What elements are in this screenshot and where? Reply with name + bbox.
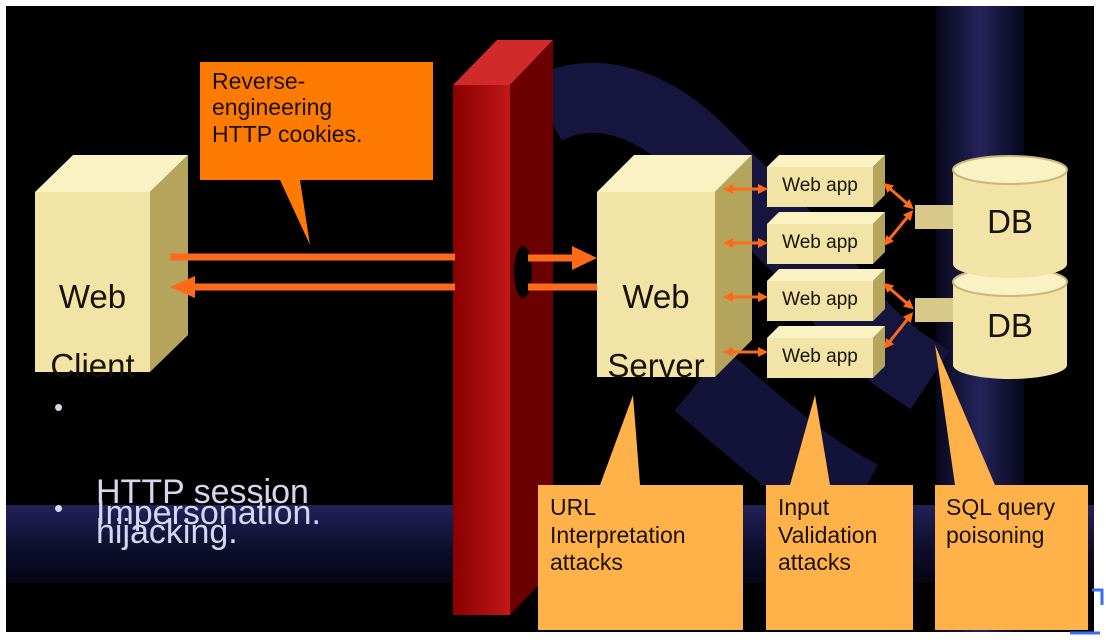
web-client-label: Web Client xyxy=(35,245,150,418)
web-app-label-3: Web app xyxy=(782,289,858,310)
web-client-box xyxy=(35,155,188,372)
web-server-label-line1: Web xyxy=(622,277,690,315)
web-server-label: Web Server xyxy=(597,245,715,418)
web-app-box-1 xyxy=(767,155,885,207)
db-label-lower: DB xyxy=(987,307,1033,344)
web-app-stack xyxy=(767,155,885,378)
bullet-text: Impersonation. xyxy=(96,494,321,532)
client-traffic-arrows xyxy=(170,253,455,298)
corner-mark-upper xyxy=(1092,588,1104,605)
bullet-impersonation: • Impersonation. xyxy=(54,493,321,533)
db-connector-2 xyxy=(915,298,953,322)
db-connector-1 xyxy=(915,205,953,229)
url-callout xyxy=(538,395,743,630)
app-db-arrow-2 xyxy=(883,210,914,246)
bullet-text: HTTP session hijacking. xyxy=(96,473,309,552)
web-app-label-1: Web app xyxy=(782,175,858,196)
input-callout xyxy=(766,395,913,630)
web-app-label-4: Web app xyxy=(782,346,858,367)
app-db-arrow-1 xyxy=(883,182,914,210)
web-client-label-line2: Client xyxy=(50,346,135,384)
db-connectors xyxy=(915,205,953,322)
web-app-box-2 xyxy=(767,212,885,264)
cookies-callout xyxy=(200,62,433,245)
input-callout-text: Input Validation attacks xyxy=(778,494,878,576)
server-traffic-arrows xyxy=(528,246,597,291)
app-db-arrow-3 xyxy=(883,282,914,310)
bullet-session-hijacking: • HTTP session hijacking. xyxy=(54,392,309,552)
bullet-marker: • xyxy=(54,493,64,523)
web-server-box xyxy=(597,155,752,377)
web-server-label-line2: Server xyxy=(607,346,705,384)
web-client-label-line1: Web xyxy=(58,277,127,315)
response-arrow-head xyxy=(170,276,195,298)
cookies-callout-text: Reverse- engineering HTTP cookies. xyxy=(212,68,363,147)
sql-callout xyxy=(935,345,1088,630)
db-label-upper: DB xyxy=(987,203,1033,240)
bullet-marker: • xyxy=(54,392,64,422)
sql-callout-text: SQL query poisoning xyxy=(946,494,1056,548)
app-db-arrow-4 xyxy=(883,312,914,349)
web-app-label-2: Web app xyxy=(782,232,858,253)
firewall xyxy=(453,40,553,615)
url-callout-text: URL Interpretation attacks xyxy=(550,494,686,576)
firewall-port-hole xyxy=(514,246,532,298)
database-cylinders xyxy=(952,155,1068,379)
incoming-request-arrow-head xyxy=(572,246,597,270)
app-connection-arrows xyxy=(723,182,914,357)
web-app-box-3 xyxy=(767,269,885,321)
corner-marks xyxy=(1070,588,1104,635)
db-cylinder-upper xyxy=(952,155,1068,278)
web-app-box-4 xyxy=(767,326,885,378)
